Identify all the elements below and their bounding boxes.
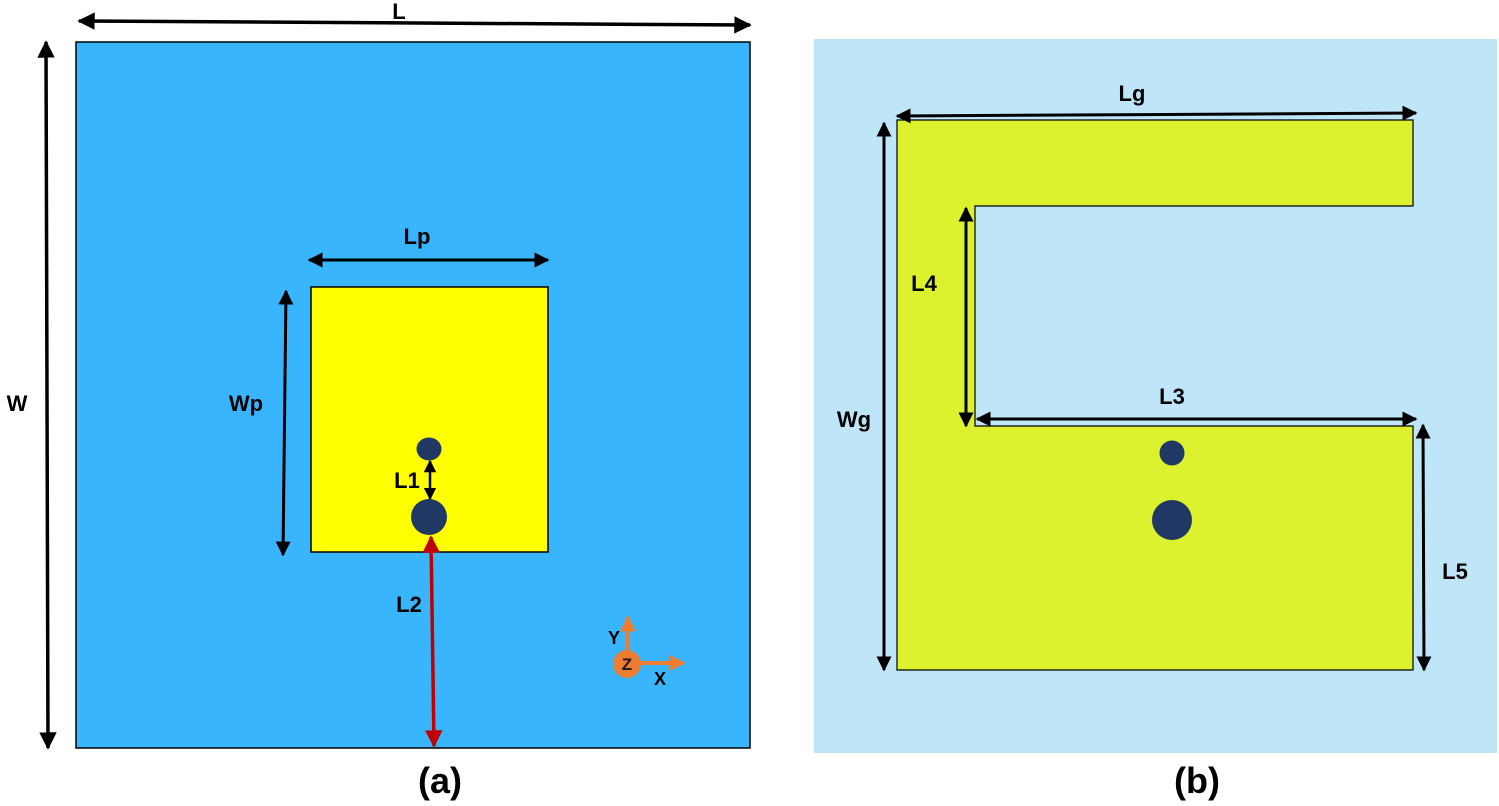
panel-b: Lg Wg L4 L3 L5 (b) (814, 39, 1497, 801)
panel-a: L W Lp Wp L1 L2 Z Y X (a) (7, 0, 752, 801)
label-lg: Lg (1119, 81, 1146, 106)
label-l4: L4 (911, 271, 937, 296)
axis-label-z: Z (622, 655, 632, 674)
label-l1: L1 (394, 468, 420, 493)
label-w: W (7, 391, 28, 416)
dimension-arrow-l (77, 12, 752, 34)
ground-plane (896, 119, 1414, 671)
z-axis-origin (613, 650, 641, 678)
axis-label-y: Y (608, 628, 620, 648)
dimension-arrow-lg (895, 105, 1418, 124)
label-l2: L2 (396, 592, 422, 617)
dimension-arrow-w (37, 40, 57, 750)
small-via (416, 437, 442, 461)
small-via (1159, 440, 1185, 466)
label-l3: L3 (1159, 384, 1185, 409)
large-via (1152, 500, 1192, 540)
large-via (411, 499, 447, 535)
caption-a: (a) (418, 760, 462, 801)
dimension-arrow-l5 (1415, 423, 1432, 672)
dimension-arrow-wp (275, 289, 294, 557)
caption-b: (b) (1174, 760, 1220, 801)
feed-arrow-l2 (422, 535, 443, 748)
label-wp: Wp (229, 391, 263, 416)
label-lp: Lp (404, 224, 431, 249)
coordinate-axes: Z Y X (608, 615, 686, 689)
label-l: L (392, 0, 405, 24)
label-l5: L5 (1442, 559, 1468, 584)
label-wg: Wg (837, 407, 871, 432)
axis-label-x: X (654, 669, 666, 689)
